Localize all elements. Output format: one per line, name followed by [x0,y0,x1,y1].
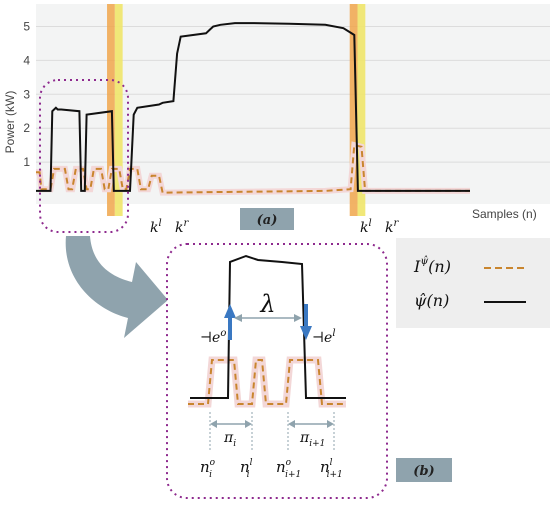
zoom-selection-box [39,79,129,233]
pi-i1-arrow-right [327,420,334,428]
panel-a-tag-box [240,208,294,230]
aggregate-zoom-line [190,254,346,399]
y-tick-1: 1 [23,155,30,169]
y-tick-labels: 1 2 3 4 5 [23,19,30,169]
k-left-label-2: kl [360,218,372,236]
panel-b-tag-box [396,458,452,482]
highlight-band-right-1 [114,4,123,216]
pi-i1-label: πi+1 [299,430,325,449]
lambda-label: λ [259,290,275,318]
lambda-arrow-left [234,314,242,322]
y-tick-2: 2 [23,121,30,135]
panel-b-tag: (b) [413,464,434,479]
highlight-band-left-1 [107,4,115,216]
highlight-band-left-2 [349,4,358,216]
series-group [36,22,470,196]
edge-down-label: ⊣el [312,328,336,346]
indicator-line [36,143,470,194]
edge-highlight-bands [107,4,366,216]
legend-label-indicator: Iψ̂(n) [413,256,451,276]
pi-i-label: πi [223,430,236,449]
indicator-zoom-line [188,359,346,405]
detail-box [166,243,388,499]
k-right-label-1: kr [175,218,189,236]
edge-up-arrow-head [224,304,236,318]
x-axis-label: Samples (n) [472,207,537,221]
pi-i-arrow-left [210,420,217,428]
lambda-arrow-right [294,314,302,322]
pi-i-arrow-right [245,420,252,428]
k-right-label-2: kr [385,218,399,236]
panel-a: 1 2 3 4 5 Power (kW) Samples (n) kl kr kl kr… [3,4,550,236]
legend: Iψ̂(n) ψ̂(n) [396,238,550,328]
pi-i1-arrow-left [288,420,295,428]
panel-a-tag: (a) [257,213,278,228]
legend-label-aggregate: ψ̂(n) [414,291,449,310]
y-tick-3: 3 [23,87,30,101]
legend-box [396,238,550,328]
edge-labels-2: kl kr [360,218,399,236]
edge-labels-1: kl kr [150,218,189,236]
edge-down-arrow-head [300,326,312,340]
y-axis-label: Power (kW) [3,91,17,154]
y-tick-5: 5 [23,19,30,33]
edge-up-label: ⊣eo [200,328,226,346]
zoom-arrow [65,236,168,338]
highlight-band-right-2 [357,4,366,216]
aggregate-line [36,22,470,192]
k-left-label-1: kl [150,218,162,236]
y-tick-4: 4 [23,53,30,67]
